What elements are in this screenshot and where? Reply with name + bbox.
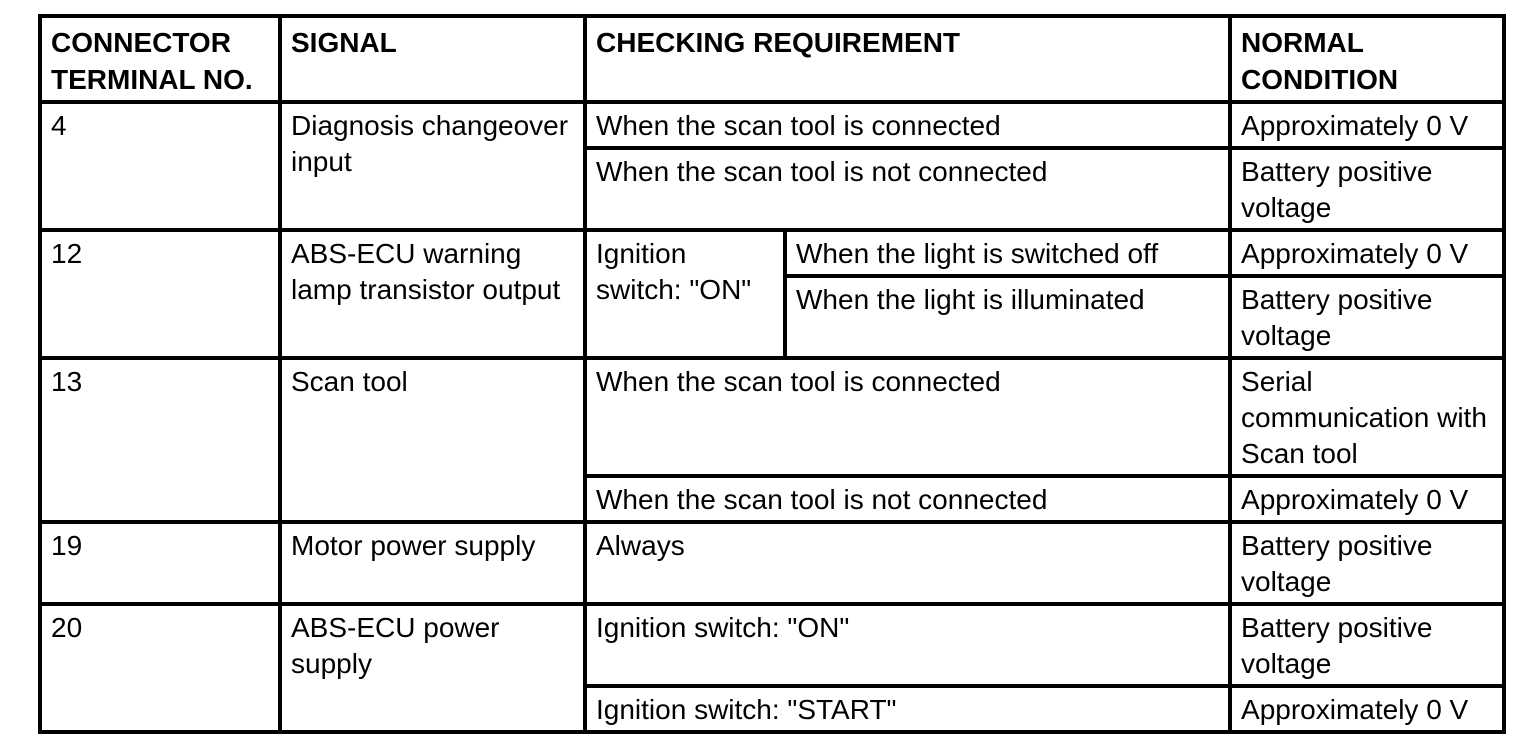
- signal-cell: ABS-ECU warning lamp transistor output: [278, 228, 587, 360]
- normal-condition-cell: Serial communication with Scan tool: [1228, 356, 1507, 478]
- terminal-cell: 19: [38, 520, 282, 606]
- signal-cell: Motor power supply: [278, 520, 587, 606]
- table-row-terminal-19: 19 Motor power supply Always Battery pos…: [38, 520, 1507, 606]
- table-subrow: Ignition switch: "START" Approximately 0…: [40, 684, 1507, 734]
- header-connector-terminal-no: CONNECTOR TERMINAL NO.: [38, 14, 282, 104]
- requirement-cell: Always: [582, 520, 1233, 606]
- signal-cell: Diagnosis changeover input: [278, 100, 587, 232]
- requirement-cell: When the scan tool is connected: [582, 356, 1233, 478]
- table-subrow: When the scan tool is not connected Appr…: [40, 474, 1507, 524]
- table-header-row: CONNECTOR TERMINAL NO. SIGNAL CHECKING R…: [38, 14, 1507, 104]
- requirement-cell: When the scan tool is not connected: [582, 474, 1233, 524]
- normal-condition-cell: Battery positive voltage: [1228, 520, 1507, 606]
- signal-cell: ABS-ECU power supply: [278, 602, 587, 734]
- terminal-cell: 20: [38, 602, 282, 734]
- terminal-cell: 4: [38, 100, 282, 232]
- signal-cell: Scan tool: [278, 356, 587, 524]
- terminal-checking-table: CONNECTOR TERMINAL NO. SIGNAL CHECKING R…: [38, 14, 1507, 734]
- requirement-cell: Ignition switch: "START": [582, 684, 1233, 734]
- normal-condition-cell: Battery positive voltage: [1228, 602, 1507, 688]
- normal-condition-cell: Approximately 0 V: [1228, 474, 1507, 524]
- normal-condition-cell: Approximately 0 V: [1228, 228, 1507, 278]
- normal-condition-cell: Battery positive voltage: [1228, 274, 1507, 360]
- table-subrow: When the scan tool is not connected Batt…: [40, 146, 1507, 232]
- table-row-terminal-4: 4 Diagnosis changeover input When the sc…: [38, 100, 1507, 232]
- table-row-terminal-20: 20 ABS-ECU power supply Ignition switch:…: [38, 602, 1507, 734]
- header-normal-condition: NORMAL CONDITION: [1228, 14, 1507, 104]
- terminal-cell: 12: [38, 228, 282, 360]
- header-signal: SIGNAL: [278, 14, 587, 104]
- ignition-condition-cell: Ignition switch: "ON": [583, 228, 787, 360]
- requirement-cell: When the light is switched off: [782, 228, 1233, 278]
- normal-condition-cell: Approximately 0 V: [1228, 100, 1507, 150]
- requirement-cell: When the light is illuminated: [782, 274, 1233, 360]
- table-row-terminal-12: 12 ABS-ECU warning lamp transistor outpu…: [38, 228, 1507, 360]
- requirement-cell: When the scan tool is not connected: [582, 146, 1233, 232]
- requirement-cell: Ignition switch: "ON": [582, 602, 1233, 688]
- table-subrow: When the light is illuminated Battery po…: [40, 274, 1507, 360]
- header-checking-requirement: CHECKING REQUIREMENT: [582, 14, 1233, 104]
- normal-condition-cell: Approximately 0 V: [1228, 684, 1507, 734]
- requirement-cell: When the scan tool is connected: [582, 100, 1233, 150]
- table-row-terminal-13: 13 Scan tool When the scan tool is conne…: [38, 356, 1507, 524]
- terminal-cell: 13: [38, 356, 282, 524]
- normal-condition-cell: Battery positive voltage: [1228, 146, 1507, 232]
